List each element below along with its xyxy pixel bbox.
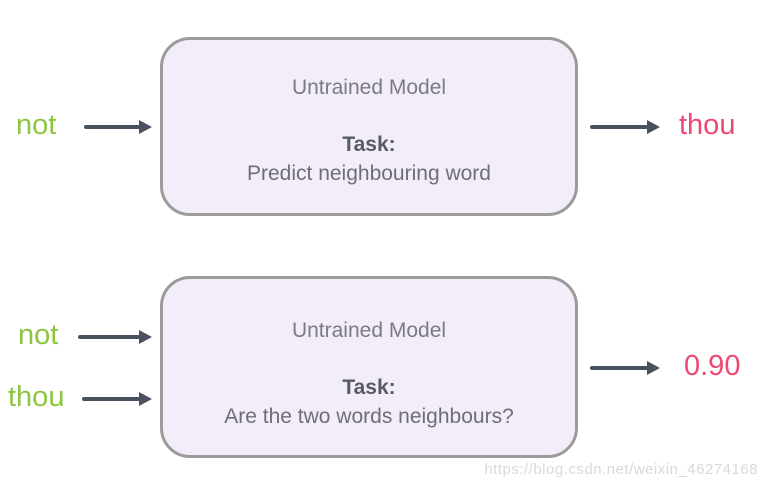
diagram1-model-box: Untrained Model Task: Predict neighbouri… xyxy=(160,37,578,216)
diagram2-input-arrow-1-icon xyxy=(78,329,152,345)
diagram2-output-arrow-icon xyxy=(590,360,660,376)
arrow-shaft xyxy=(590,125,648,129)
diagram1-task-label: Task: xyxy=(342,133,396,156)
diagram2-task-label: Task: xyxy=(342,376,396,399)
diagram1-model-title: Untrained Model xyxy=(291,76,447,99)
diagram2-output-value: 0.90 xyxy=(684,350,741,382)
diagram2-task-description: Are the two words neighbours? xyxy=(224,405,514,428)
arrow-head xyxy=(647,361,660,375)
watermark-url: https://blog.csdn.net/weixin_46274168 xyxy=(484,461,758,478)
diagram1-output-arrow-icon xyxy=(590,119,660,135)
arrow-head xyxy=(647,120,660,134)
diagram2-input-arrow-2-icon xyxy=(82,391,152,407)
diagram1-input-arrow-icon xyxy=(84,119,152,135)
arrow-shaft xyxy=(82,397,140,401)
arrow-shaft xyxy=(84,125,140,129)
diagram2-model-box: Untrained Model Task: Are the two words … xyxy=(160,276,578,458)
arrow-head xyxy=(139,120,152,134)
diagram1-task-description: Predict neighbouring word xyxy=(247,162,491,185)
diagram2-input-word-2: thou xyxy=(8,381,65,413)
arrow-shaft xyxy=(78,335,140,339)
diagram2-input-word-1: not xyxy=(18,319,59,351)
arrow-head xyxy=(139,330,152,344)
arrow-head xyxy=(139,392,152,406)
diagram1-input-word: not xyxy=(16,109,57,141)
diagram1-output-word: thou xyxy=(679,109,736,141)
arrow-shaft xyxy=(590,366,648,370)
diagram2-model-title: Untrained Model xyxy=(291,319,447,342)
